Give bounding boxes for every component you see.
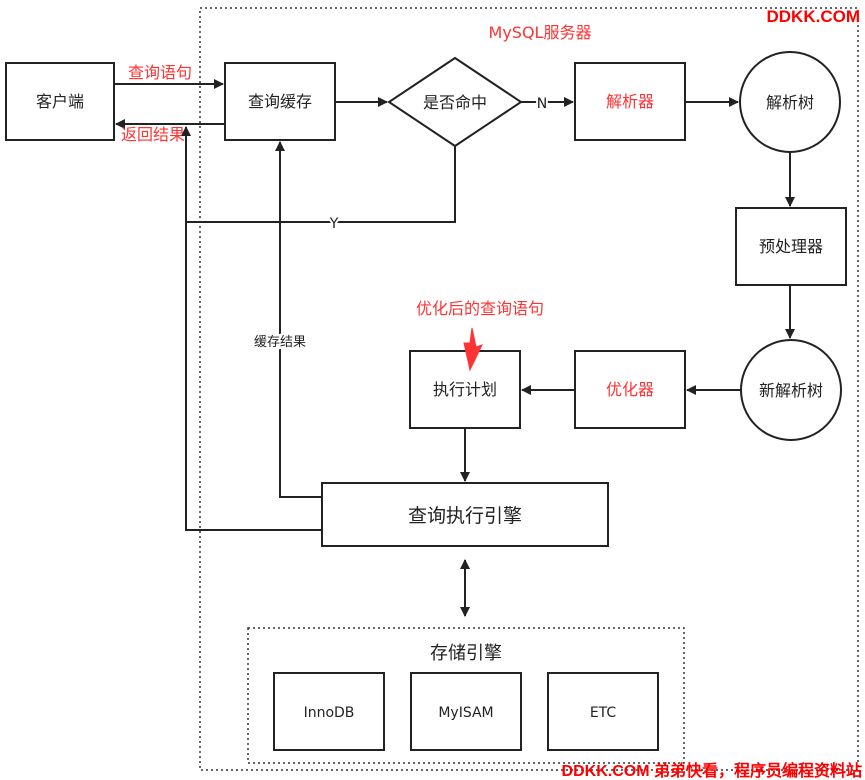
optimizer-label: 优化器 (606, 380, 654, 399)
engine-label-myisam: MyISAM (438, 705, 493, 721)
client-box (5, 62, 115, 141)
edge-label-yes: Y (329, 216, 339, 232)
cache-hit-label: 是否命中 (423, 93, 487, 112)
execution-plan-box (409, 350, 521, 429)
execution-engine-box (321, 482, 609, 547)
annotation-red-arrow (463, 327, 483, 372)
edge-label-no: N (537, 96, 547, 112)
parse-tree-label: 解析树 (766, 93, 814, 112)
client-label: 客户端 (36, 92, 84, 111)
execution-plan-label: 执行计划 (433, 380, 497, 399)
annotation-optimized-query: 优化后的查询语句 (416, 299, 544, 318)
engine-box-myisam (410, 672, 522, 751)
storage-engine-label: 存储引擎 (430, 643, 502, 664)
query-cache-label: 查询缓存 (248, 92, 312, 111)
optimizer-box (574, 350, 686, 429)
edge-label-query-statement: 查询语句 (128, 63, 192, 82)
edge-label-return-result: 返回结果 (121, 125, 185, 144)
watermark-bottom: DDKK.COM 弟弟快看，程序员编程资料站 (562, 761, 862, 780)
new-parse-tree-label: 新解析树 (759, 381, 823, 400)
query-cache-box (224, 62, 336, 141)
engine-box-innodb (273, 672, 385, 751)
edge-engine-to-client (185, 222, 322, 531)
engine-label-innodb: InnoDB (304, 705, 355, 721)
preprocessor-label: 预处理器 (759, 237, 823, 256)
edge-cache-result (275, 141, 322, 498)
execution-engine-label: 查询执行引擎 (408, 505, 522, 527)
parser-label: 解析器 (606, 92, 654, 111)
engine-box-etc (547, 672, 659, 751)
edge-hit-yes (181, 126, 456, 223)
engine-label-etc: ETC (590, 705, 617, 721)
edge-label-cache-result: 缓存结果 (254, 335, 306, 350)
parser-box (574, 62, 686, 141)
watermark-top: DDKK.COM (767, 7, 861, 26)
server-title: MySQL服务器 (489, 23, 592, 42)
